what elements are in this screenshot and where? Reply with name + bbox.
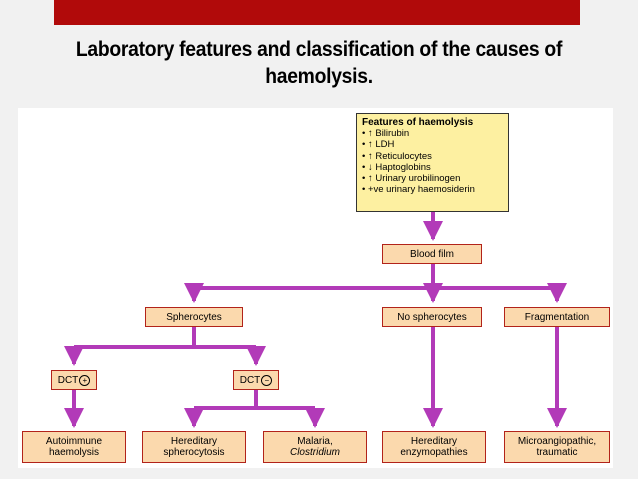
blood-film-box: Blood film: [382, 244, 482, 264]
slide-title: Laboratory features and classification o…: [26, 36, 613, 90]
feature-item: • ↑ Reticulocytes: [362, 150, 432, 162]
top-accent-bar: [54, 0, 580, 25]
microangiopathic-line-2: traumatic: [536, 447, 578, 458]
flowchart-connectors: [64, 211, 567, 428]
blood-film-label: Blood film: [410, 248, 454, 260]
autoimmune-line-2: haemolysis: [48, 447, 99, 458]
features-list: • ↑ Bilirubin • ↑ LDH • ↑ Reticulocytes …: [362, 128, 503, 195]
plus-circle-icon: +: [79, 374, 91, 386]
microangiopathic-traumatic-box: Microangiopathic, traumatic: [504, 431, 610, 463]
hereditary-spherocytosis-line-2: spherocytosis: [163, 447, 225, 458]
autoimmune-haemolysis-box: Autoimmune haemolysis: [22, 431, 126, 463]
slide-title-line-1: Laboratory features and classification o…: [75, 38, 563, 61]
hereditary-enzymopathies-box: Hereditary enzymopathies: [382, 431, 486, 463]
hereditary-spherocytosis-line-1: Hereditary: [170, 436, 218, 447]
fragmentation-label: Fragmentation: [524, 311, 590, 323]
spherocytes-label: Spherocytes: [166, 311, 222, 323]
feature-item: • ↑ Urinary urobilinogen: [362, 173, 461, 185]
enzymopathies-line-2: enzymopathies: [400, 447, 468, 458]
features-heading: Features of haemolysis: [362, 117, 474, 128]
feature-item: • ↓ Haptoglobins: [362, 161, 431, 173]
enzymopathies-line-1: Hereditary: [410, 436, 458, 447]
autoimmune-line-1: Autoimmune: [45, 436, 103, 447]
hereditary-spherocytosis-box: Hereditary spherocytosis: [142, 431, 246, 463]
malaria-line-2: Clostridium: [289, 447, 340, 458]
fragmentation-box: Fragmentation: [504, 307, 610, 327]
feature-item: • +ve urinary haemosiderin: [362, 184, 475, 196]
feature-item: • ↑ Bilirubin: [362, 128, 410, 140]
malaria-line-1: Malaria,: [297, 436, 333, 447]
dct-positive-box: DCT +: [51, 370, 97, 390]
feature-item: • ↑ LDH: [362, 139, 395, 151]
minus-circle-icon: −: [261, 374, 273, 386]
microangiopathic-line-1: Microangiopathic,: [517, 436, 597, 447]
no-spherocytes-label: No spherocytes: [397, 311, 467, 323]
malaria-clostridium-box: Malaria, Clostridium: [263, 431, 367, 463]
slide-title-line-2: haemolysis.: [265, 65, 373, 88]
dct-positive-label: DCT: [57, 374, 79, 386]
dct-negative-label: DCT: [239, 374, 261, 386]
features-of-haemolysis-box: Features of haemolysis • ↑ Bilirubin • ↑…: [356, 113, 509, 212]
no-spherocytes-box: No spherocytes: [382, 307, 482, 327]
dct-negative-box: DCT −: [233, 370, 279, 390]
haemolysis-flowchart: Features of haemolysis • ↑ Bilirubin • ↑…: [18, 108, 613, 468]
spherocytes-box: Spherocytes: [145, 307, 243, 327]
